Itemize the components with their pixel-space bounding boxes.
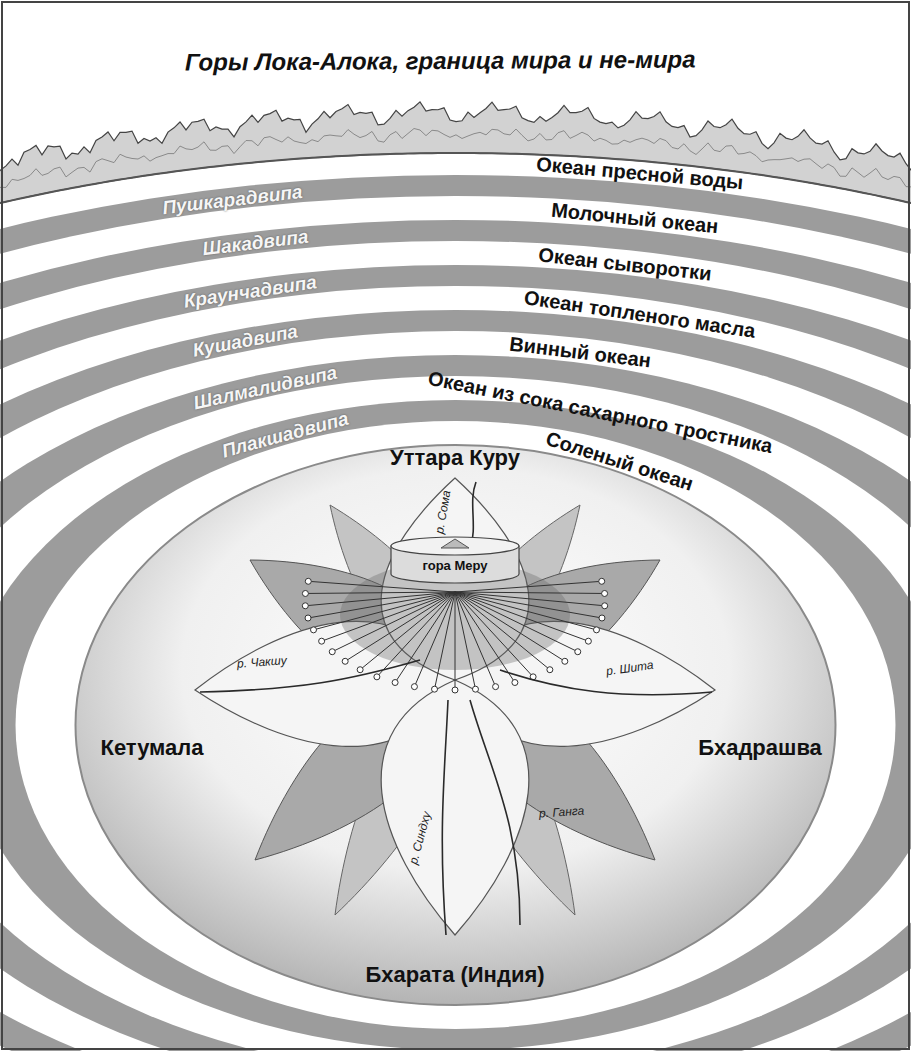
mountain-meru: гора Меру [390, 535, 520, 585]
region-label: Бхарата (Индия) [365, 962, 544, 988]
ocean-label: Океан топленого масла [523, 287, 757, 341]
river-label: р. Чакшу [237, 653, 288, 670]
river-label: р. Шита [605, 658, 654, 678]
rivers [200, 482, 712, 935]
dvipa-band [0, 355, 911, 1051]
ocean-bands [0, 151, 911, 1051]
dvipa-label: Краунчадвипа [182, 272, 318, 311]
river-label: р. Синдху [406, 810, 433, 866]
dvipa-band [0, 400, 911, 1050]
river-label: р. Сома [432, 489, 453, 534]
region-label: Бхадрашва [698, 735, 822, 761]
dvipa-label: Кушадвипа [191, 321, 299, 359]
ocean-label: Винный океан [508, 333, 652, 370]
river-label: р. Ганга [539, 803, 585, 820]
mountain-title: Горы Лока-Алока, граница мира и не-мира [185, 46, 696, 77]
mountain-range [0, 102, 911, 206]
dvipa-band [0, 265, 911, 1051]
region-label: Уттара Куру [390, 445, 520, 471]
lotus [195, 478, 715, 935]
dvipa-label: Шалмалидвипа [191, 362, 338, 412]
ocean-band [0, 376, 911, 1051]
dvipa-label: Шакадвипа [201, 227, 309, 259]
ocean-label: Океан пресной воды [536, 153, 745, 191]
dvipa-band [0, 175, 911, 1051]
dvipa-band [0, 220, 911, 1051]
mountain-name: гора Меру [422, 559, 487, 573]
ocean-band [16, 421, 896, 1029]
ocean-band [0, 241, 911, 1051]
dvipa-label: Плакшадвипа [220, 408, 351, 460]
ocean-band [0, 196, 911, 1051]
ocean-band [0, 331, 911, 1051]
region-label: Кетумала [100, 735, 203, 761]
dvipa-label: Пушкарадвипа [161, 181, 303, 216]
ocean-label: Молочный океан [551, 200, 720, 237]
jambudvipa-ground [76, 445, 836, 1005]
ocean-band [0, 151, 911, 1051]
ocean-label: Соленый океан [544, 428, 696, 494]
ocean-label: Океан сыворотки [537, 244, 712, 283]
ocean-band [0, 286, 911, 1051]
dvipa-band [0, 310, 911, 1051]
